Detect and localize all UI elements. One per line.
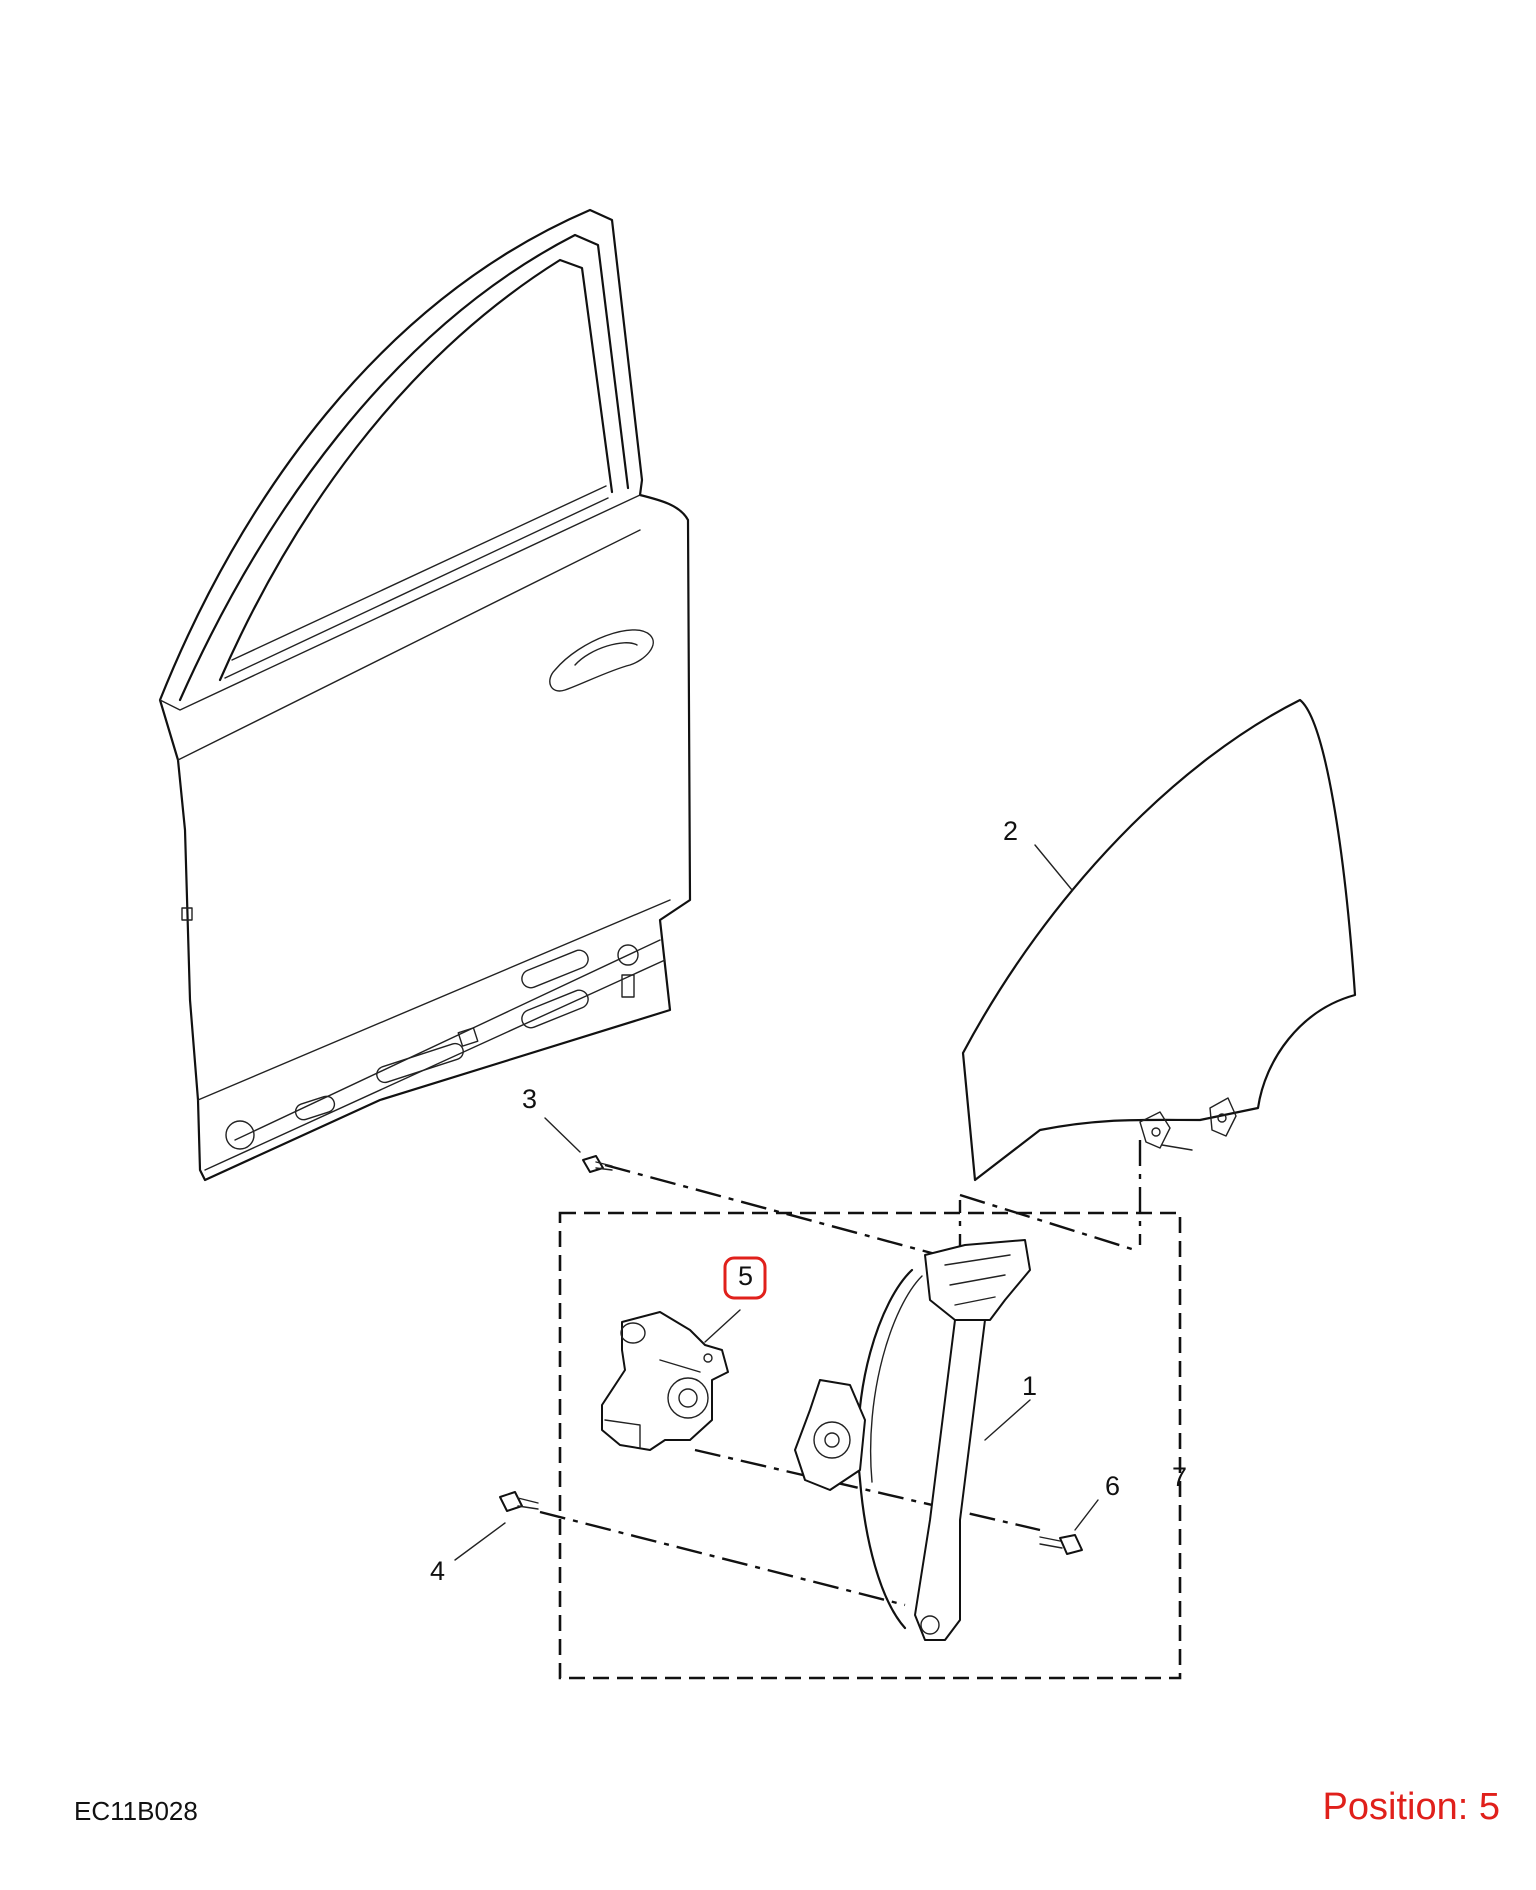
diagram-code: EC11B028 (74, 1796, 198, 1826)
callout-1: 1 (1022, 1371, 1037, 1401)
callout-5-highlight (723, 1256, 767, 1300)
callout-2: 2 (1003, 816, 1018, 846)
window-regulator (794, 1239, 1031, 1641)
door-shell (158, 208, 692, 1182)
regulator-kit-boundary (558, 1211, 1182, 1680)
callout-7: 7 (1172, 1462, 1187, 1492)
position-label: Position: 5 (1322, 1786, 1500, 1828)
callout-3: 3 (522, 1084, 537, 1114)
bolt-4 (499, 1491, 539, 1512)
callout-6: 6 (1105, 1471, 1120, 1501)
bolt-3 (582, 1155, 613, 1173)
callout-4: 4 (430, 1556, 445, 1586)
bolt-6 (1039, 1534, 1083, 1555)
window-motor (601, 1311, 729, 1451)
callout-5: 5 (738, 1261, 753, 1291)
leader-lines (454, 844, 1099, 1561)
window-glass (961, 698, 1357, 1182)
